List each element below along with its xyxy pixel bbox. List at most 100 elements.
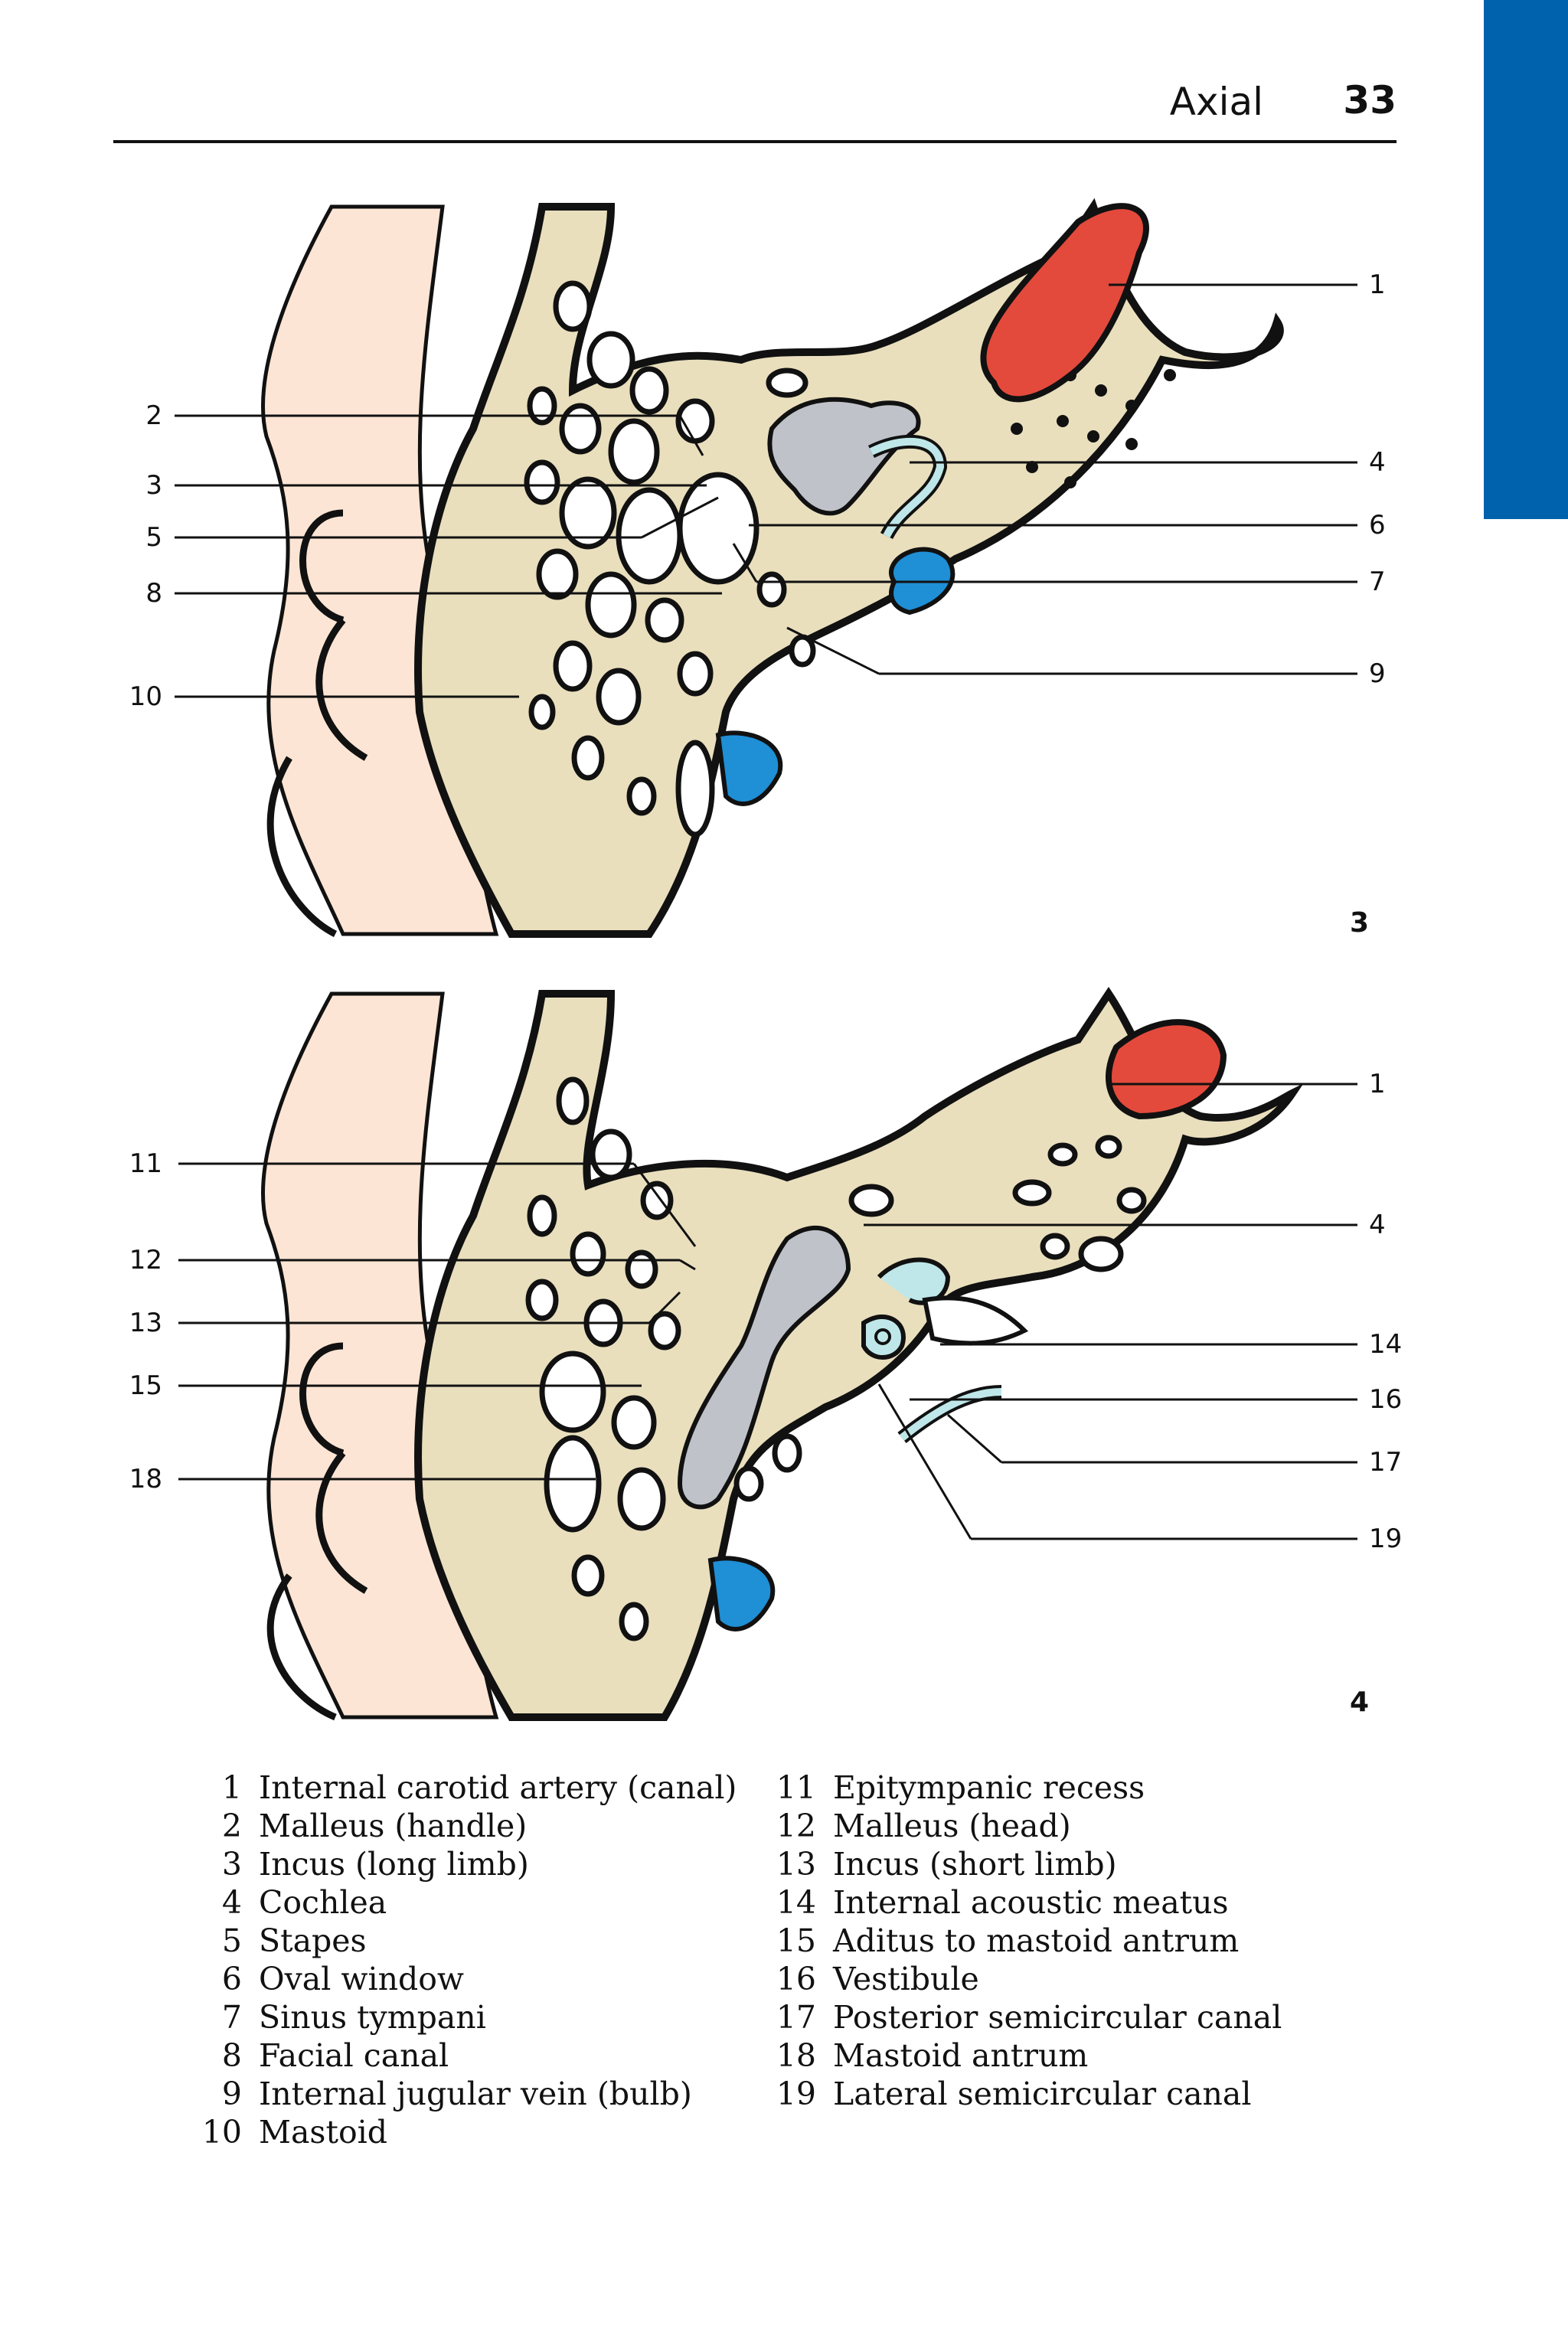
- legend-item: 15 Aditus to mastoid antrum: [766, 1922, 1282, 1960]
- figure-4: 11 12 13 15 18 1 4 14 16 17 19 4: [113, 963, 1415, 1721]
- vestibule-inner: [874, 1328, 891, 1345]
- callout-15: 15: [129, 1370, 162, 1401]
- legend-column-right: 11 Epitympanic recess 12 Malleus (head) 13…: [766, 1769, 1282, 2113]
- legend-text: Internal jugular vein (bulb): [259, 2076, 692, 2112]
- callout-4: 4: [1369, 1210, 1386, 1240]
- mastoid-antrum: [677, 1225, 851, 1510]
- section-title: Axial: [1169, 80, 1263, 124]
- auricle-outline: [266, 509, 368, 938]
- callout-13: 13: [129, 1308, 162, 1338]
- callout-12: 12: [129, 1245, 162, 1275]
- legend-text: Sinus tympani: [259, 1999, 486, 2036]
- legend-number: 8: [221, 2037, 242, 2074]
- legend-number: 15: [776, 1922, 816, 1959]
- callout-11: 11: [129, 1148, 162, 1179]
- figure-3: 2 3 5 8 10 1 4 6 7 9 3: [113, 176, 1415, 942]
- callout-1: 1: [1369, 269, 1386, 300]
- legend-item: 18 Mastoid antrum: [766, 2036, 1282, 2075]
- callout-7: 7: [1369, 567, 1386, 597]
- callout-8: 8: [145, 578, 162, 609]
- callout-16: 16: [1369, 1384, 1403, 1415]
- figure-number: 4: [1350, 1687, 1370, 1718]
- legend-number: 4: [221, 1884, 242, 1921]
- legend-number: 6: [221, 1961, 242, 1997]
- figure-4-illustration: [178, 986, 1357, 1721]
- callout-14: 14: [1369, 1329, 1403, 1360]
- legend-text: Posterior semicircular canal: [833, 1999, 1282, 2036]
- internal-jugular-vein: [715, 730, 783, 806]
- legend-text: Incus (short limb): [833, 1846, 1117, 1883]
- legend-number: 16: [776, 1961, 816, 1997]
- legend-item: 2 Malleus (handle): [191, 1807, 737, 1845]
- legend-number: 3: [221, 1846, 242, 1883]
- figure-3-illustration: [175, 198, 1357, 938]
- legend-number: 19: [776, 2076, 816, 2112]
- internal-carotid-artery: [1106, 1019, 1227, 1120]
- legend-text: Stapes: [259, 1922, 367, 1959]
- legend-text: Epitympanic recess: [833, 1769, 1145, 1806]
- legend-text: Incus (long limb): [259, 1846, 529, 1883]
- internal-carotid-artery: [980, 203, 1149, 403]
- callout-19: 19: [1369, 1524, 1403, 1554]
- leader-lines: [175, 283, 1357, 698]
- auricle-outline: [266, 1342, 368, 1721]
- legend-text: Oval window: [259, 1961, 465, 1997]
- ossicles: [767, 397, 921, 516]
- callout-18: 18: [129, 1464, 162, 1494]
- callout-9: 9: [1369, 658, 1386, 689]
- legend-number: 10: [201, 2114, 242, 2151]
- callout-17: 17: [1369, 1447, 1403, 1478]
- legend-column-left: 1 Internal carotid artery (canal) 2 Malleu…: [191, 1769, 737, 2151]
- callout-1: 1: [1369, 1069, 1386, 1099]
- legend-text: Aditus to mastoid antrum: [833, 1922, 1240, 1959]
- cochlea-lumen: [869, 437, 945, 538]
- legend-item: 10 Mastoid: [191, 2113, 737, 2151]
- legend-item: 14 Internal acoustic meatus: [766, 1883, 1282, 1922]
- legend-text: Malleus (head): [833, 1808, 1071, 1844]
- legend-number: 11: [776, 1769, 816, 1806]
- legend-text: Malleus (handle): [259, 1808, 528, 1844]
- legend-text: Internal acoustic meatus: [833, 1884, 1229, 1921]
- callout-10: 10: [129, 681, 162, 712]
- legend-item: 17 Posterior semicircular canal: [766, 1998, 1282, 2036]
- chapter-thumb-tab: [1484, 0, 1568, 519]
- legend-item: 12 Malleus (head): [766, 1807, 1282, 1845]
- legend-item: 11 Epitympanic recess: [766, 1769, 1282, 1807]
- legend-text: Mastoid: [259, 2114, 387, 2151]
- legend-number: 17: [776, 1999, 816, 2036]
- legend-item: 7 Sinus tympani: [191, 1998, 737, 2036]
- callout-4: 4: [1369, 447, 1386, 478]
- legend-text: Vestibule: [833, 1961, 979, 1997]
- legend-item: 4 Cochlea: [191, 1883, 737, 1922]
- legend-item: 6 Oval window: [191, 1960, 737, 1998]
- vestibule: [861, 1314, 906, 1360]
- legend-number: 14: [776, 1884, 816, 1921]
- figure-number: 3: [1350, 907, 1370, 939]
- legend-text: Cochlea: [259, 1884, 387, 1921]
- callout-2: 2: [145, 400, 162, 431]
- legend-text: Lateral semicircular canal: [833, 2076, 1252, 2112]
- internal-acoustic-meatus: [922, 1295, 1029, 1346]
- callout-5: 5: [145, 522, 162, 553]
- legend-number: 12: [776, 1808, 816, 1844]
- semicircular-canal-lumen: [899, 1388, 1002, 1441]
- header-rule: [113, 140, 1396, 143]
- legend-text: Mastoid antrum: [833, 2037, 1089, 2074]
- legend-item: 16 Vestibule: [766, 1960, 1282, 1998]
- legend-number: 2: [221, 1808, 242, 1844]
- callout-6: 6: [1369, 510, 1386, 541]
- legend-item: 1 Internal carotid artery (canal): [191, 1769, 737, 1807]
- legend-item: 3 Incus (long limb): [191, 1845, 737, 1883]
- page-number: 33: [1343, 78, 1396, 122]
- legend-number: 1: [221, 1769, 242, 1806]
- legend-number: 18: [776, 2037, 816, 2074]
- legend-text: Internal carotid artery (canal): [259, 1769, 737, 1806]
- callout-3: 3: [145, 470, 162, 501]
- legend-item: 19 Lateral semicircular canal: [766, 2075, 1282, 2113]
- legend-number: 7: [221, 1999, 242, 2036]
- legend-number: 5: [221, 1922, 242, 1959]
